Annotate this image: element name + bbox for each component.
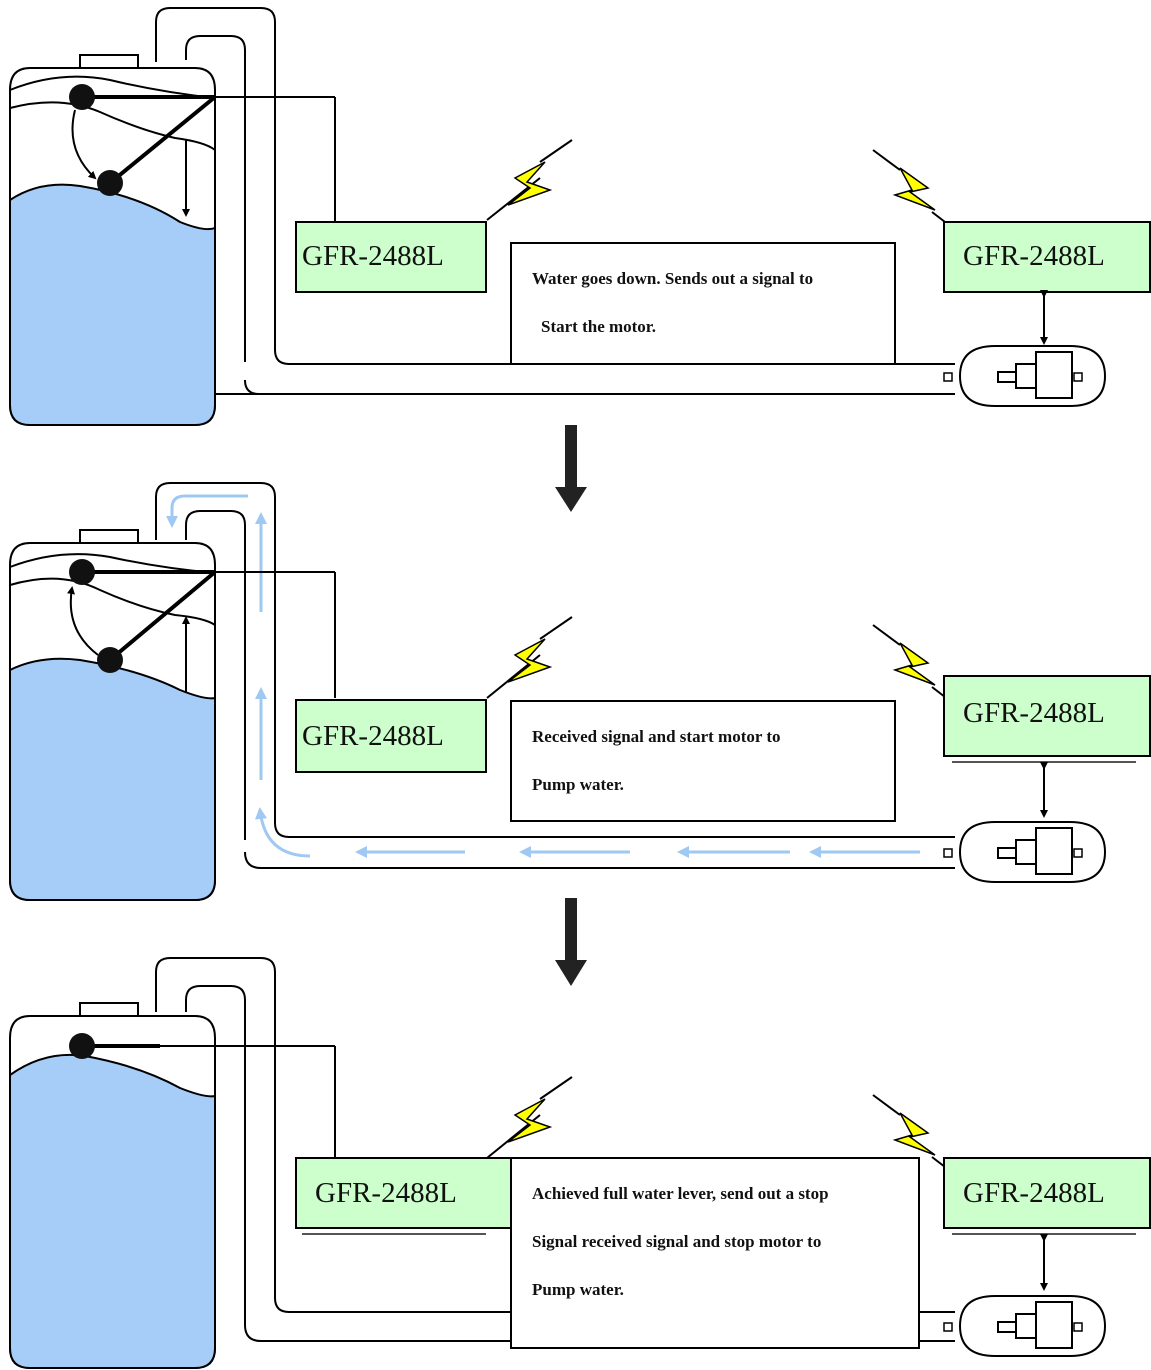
water-body bbox=[9, 183, 216, 426]
float-ball bbox=[69, 559, 95, 585]
water-tank bbox=[9, 54, 336, 426]
module-label: GFR-2488L bbox=[963, 240, 1105, 272]
water-tank bbox=[9, 529, 336, 901]
stage-2: GFR-2488L GFR-2488L Received signal and … bbox=[9, 482, 1151, 901]
caption-line: Pump water. bbox=[532, 775, 624, 794]
float-ball bbox=[97, 647, 123, 673]
pump-motor bbox=[943, 821, 1107, 883]
module-label: GFR-2488L bbox=[302, 720, 444, 752]
caption-box: Received signal and start motor to Pump … bbox=[510, 700, 896, 822]
signal-bolt-icon bbox=[486, 1076, 573, 1159]
caption-box: Water goes down. Sends out a signal to S… bbox=[510, 242, 896, 365]
stage-3: GFR-2488L GFR-2488L Achieved full water … bbox=[9, 957, 1151, 1369]
module-label: GFR-2488L bbox=[302, 240, 444, 272]
left-wireless-module: GFR-2488L bbox=[295, 1157, 515, 1235]
signal-bolt-icon bbox=[872, 1094, 946, 1168]
pipe bbox=[155, 482, 955, 869]
caption-line: Achieved full water lever, send out a st… bbox=[532, 1184, 829, 1203]
down-arrow bbox=[555, 898, 587, 986]
stage-1: GFR-2488L GFR-2488L Water goes down. Sen… bbox=[9, 7, 1151, 426]
left-wireless-module: GFR-2488L bbox=[295, 699, 487, 773]
right-wireless-module: GFR-2488L bbox=[943, 675, 1151, 763]
caption-line: Pump water. bbox=[532, 1280, 624, 1299]
caption-line: Signal received signal and stop motor to bbox=[532, 1232, 821, 1251]
caption-line: Received signal and start motor to bbox=[532, 727, 781, 746]
water-body bbox=[9, 1053, 216, 1369]
caption-line: Water goes down. Sends out a signal to bbox=[532, 269, 813, 288]
module-label: GFR-2488L bbox=[963, 1177, 1105, 1209]
float-ball bbox=[69, 84, 95, 110]
signal-bolt-icon bbox=[872, 624, 946, 698]
water-body bbox=[9, 657, 216, 901]
signal-bolt-icon bbox=[486, 139, 573, 221]
down-arrow bbox=[555, 425, 587, 512]
pipe bbox=[155, 7, 955, 395]
pipe bbox=[155, 957, 955, 1342]
signal-bolt-icon bbox=[486, 616, 573, 699]
water-tank bbox=[9, 1002, 336, 1369]
left-wireless-module: GFR-2488L bbox=[295, 221, 487, 293]
caption-line: Start the motor. bbox=[541, 317, 656, 336]
water-flow-arrows bbox=[166, 494, 920, 858]
module-label: GFR-2488L bbox=[315, 1177, 457, 1209]
caption-box: Achieved full water lever, send out a st… bbox=[510, 1157, 920, 1349]
module-label: GFR-2488L bbox=[963, 697, 1105, 729]
pump-motor bbox=[943, 345, 1107, 407]
right-wireless-module: GFR-2488L bbox=[943, 1157, 1151, 1235]
right-wireless-module: GFR-2488L bbox=[943, 221, 1151, 293]
pump-motor bbox=[943, 1295, 1107, 1357]
float-ball bbox=[69, 1033, 95, 1059]
signal-bolt-icon bbox=[872, 149, 946, 223]
float-ball bbox=[97, 170, 123, 196]
